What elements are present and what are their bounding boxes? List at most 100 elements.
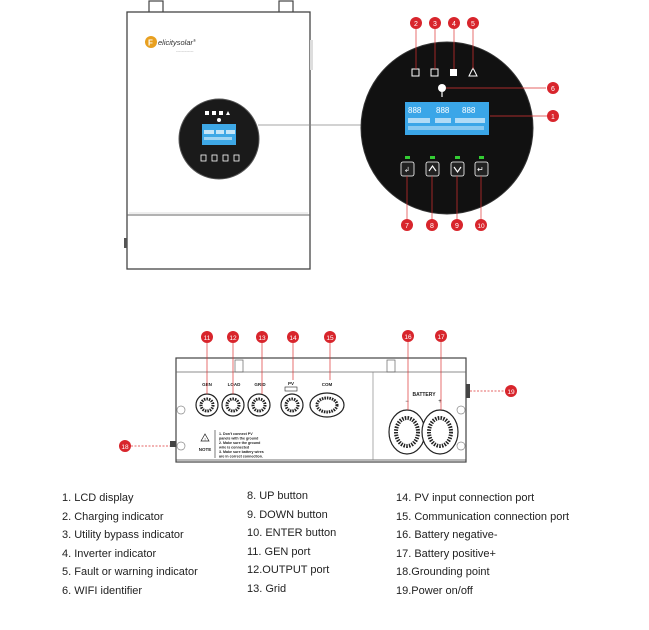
control-panel-zoom: 888 888 888 ↲ ↵ [360, 41, 534, 215]
svg-text:10: 10 [477, 223, 485, 230]
callout-10: 10 [475, 219, 487, 231]
inverter-bottom-view: GEN LOAD GRID PV COM BATTERY − + [170, 357, 470, 463]
bottom-leader-lines [131, 342, 504, 447]
legend-item: 19.Power on/off [396, 584, 473, 597]
plus-sign-icon: + [438, 399, 442, 405]
legend-column-2: 8. UP button 9. DOWN button 10. ENTER bu… [247, 487, 336, 598]
callout-1: 1 [547, 110, 559, 122]
svg-text:!: ! [204, 437, 205, 442]
battery-negative-port [388, 409, 426, 455]
lcd-display: 888 888 888 [405, 102, 489, 135]
svg-text:6: 6 [551, 86, 555, 93]
legend-item: 1. LCD display [62, 492, 134, 504]
svg-text:7: 7 [405, 223, 409, 230]
fault-warning-indicator-icon [468, 66, 478, 77]
legend-item: 14. PV input connection port [396, 492, 535, 504]
legend-item: 18.Grounding point [396, 566, 490, 578]
legend-item: 17. Battery positive+ [396, 547, 496, 560]
svg-text:4: 4 [452, 21, 456, 28]
callout-2: 2 [410, 17, 422, 29]
svg-text:19: 19 [507, 389, 515, 396]
callout-6: 6 [547, 82, 559, 94]
legend-column-1: 1. LCD display 2. Charging indicator 3. … [62, 489, 198, 600]
bottom-callouts: 11 12 13 14 15 16 17 18 19 [119, 330, 517, 452]
legend-item: 12.OUTPUT port [247, 564, 330, 576]
grid-port [247, 393, 271, 417]
gen-port [195, 393, 219, 417]
charging-indicator-icon [411, 68, 420, 77]
inverter-front-view: F elicitysolar® ~~~~~~~~~~~~ [124, 0, 363, 270]
up-button[interactable] [425, 161, 440, 177]
note-block: ! NOTE 1. Don't connect PV panels with t… [199, 430, 264, 459]
label-com: COM [322, 382, 333, 387]
wifi-identifier-icon [438, 84, 446, 97]
down-button[interactable] [450, 161, 465, 177]
svg-text:↲: ↲ [404, 166, 410, 174]
callout-8: 8 [426, 219, 438, 231]
svg-text:14: 14 [289, 335, 297, 342]
callout-14: 14 [287, 331, 299, 343]
note-line: panels with the ground [219, 437, 258, 441]
legend-item: 5. Fault or warning indicator [62, 566, 198, 578]
svg-text:5: 5 [471, 21, 475, 28]
svg-text:F: F [148, 39, 153, 48]
label-pv: PV [288, 381, 294, 386]
legend-column-3: 14. PV input connection port 15. Communi… [396, 489, 569, 600]
legend-item: 6. WIFI identifier [62, 584, 143, 597]
svg-text:15: 15 [326, 335, 334, 342]
callout-12: 12 [227, 331, 239, 343]
svg-text:16: 16 [404, 334, 412, 341]
svg-text:8: 8 [430, 223, 434, 230]
callout-11: 11 [201, 331, 213, 343]
svg-text:17: 17 [437, 334, 445, 341]
legend-item: 8. UP button [247, 490, 308, 502]
com-port [309, 392, 345, 418]
callout-15: 15 [324, 331, 336, 343]
inverter-indicator-icon [450, 69, 457, 76]
note-title: NOTE [199, 447, 212, 452]
utility-bypass-indicator-icon [430, 68, 439, 77]
callout-17: 17 [435, 330, 447, 342]
note-line: 3. Make sure battery wires [219, 450, 264, 454]
legend-item: 13. Grid [247, 582, 287, 595]
svg-text:13: 13 [258, 335, 266, 342]
svg-text:↵: ↵ [477, 165, 484, 174]
note-line: are in correct connection. [219, 455, 263, 459]
front-display-small [178, 98, 260, 180]
svg-text:9: 9 [455, 223, 459, 230]
svg-text:elicitysolar®: elicitysolar® [158, 38, 196, 47]
svg-text:1: 1 [551, 114, 555, 121]
callout-19: 19 [505, 385, 517, 397]
callout-9: 9 [451, 219, 463, 231]
enter-button[interactable]: ↵ [474, 161, 489, 177]
lcd-mid-digits: 888 [436, 106, 450, 115]
legend-item: 4. Inverter indicator [62, 547, 157, 560]
note-line: 1. Don't connect PV [219, 432, 253, 436]
note-line: wire is connected [218, 446, 249, 450]
svg-text:11: 11 [204, 335, 211, 342]
battery-positive-port [421, 409, 459, 455]
esc-button[interactable]: ↲ [400, 161, 415, 177]
svg-text:12: 12 [229, 335, 237, 342]
svg-text:~~~~~~~~~~~~: ~~~~~~~~~~~~ [176, 50, 194, 53]
brand-logo: F elicitysolar® ~~~~~~~~~~~~ [145, 36, 196, 53]
legend-item: 11. GEN port [247, 545, 311, 558]
svg-text:3: 3 [433, 21, 437, 28]
callout-13: 13 [256, 331, 268, 343]
svg-text:18: 18 [121, 444, 129, 451]
legend-item: 3. Utility bypass indicator [62, 529, 184, 541]
legend-item: 15. Communication connection port [396, 510, 570, 523]
callout-4: 4 [448, 17, 460, 29]
legend-item: 9. DOWN button [247, 508, 328, 521]
top-callouts: 2 3 4 5 6 1 7 8 9 10 [401, 17, 559, 231]
minus-sign-icon: − [405, 399, 409, 405]
lcd-left-digits: 888 [408, 106, 422, 115]
callout-7: 7 [401, 219, 413, 231]
output-port [221, 393, 245, 417]
pv-port [280, 393, 304, 417]
lcd-right-digits: 888 [462, 106, 476, 115]
label-load: LOAD [228, 382, 241, 387]
legend-item: 2. Charging indicator [62, 510, 164, 523]
label-battery: BATTERY [412, 392, 436, 398]
